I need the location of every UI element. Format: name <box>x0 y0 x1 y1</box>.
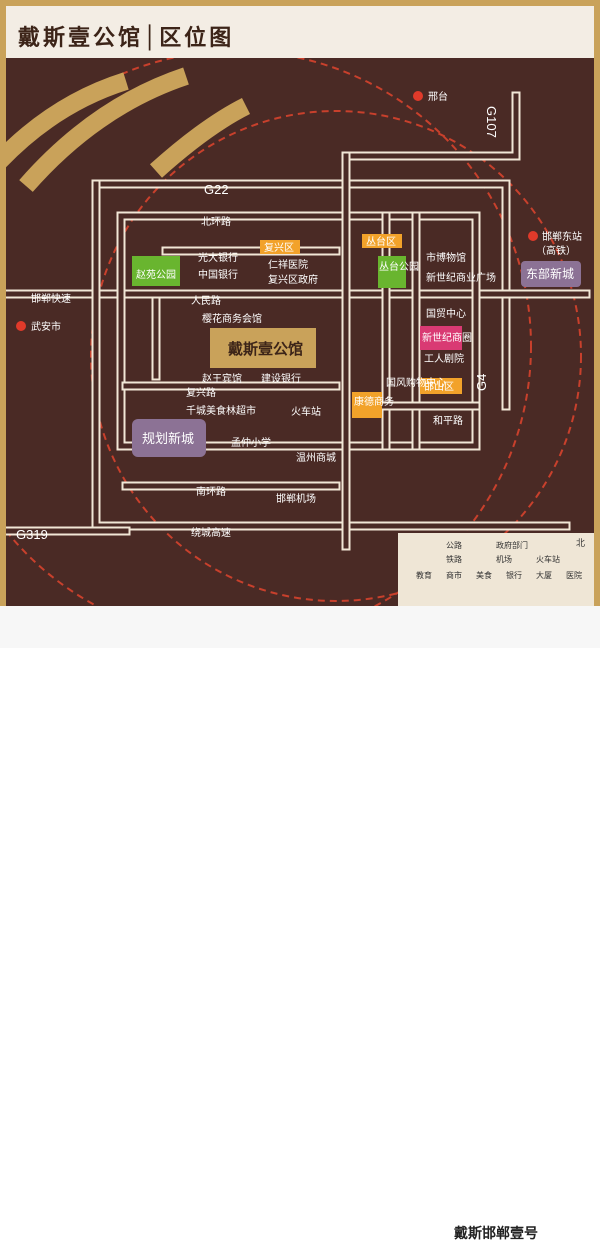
page-title: 戴斯壹公馆│区位图 <box>18 26 235 51</box>
place-jianshe: 建设银行 <box>261 372 301 385</box>
gov-marker-xingtai <box>413 91 423 101</box>
place-fuxing-gov: 复兴区政府 <box>268 273 318 286</box>
place-zhaoyuan: 赵苑公园 <box>136 268 176 281</box>
legend-rail: 铁路 <box>446 554 462 564</box>
place-kangde-box <box>352 392 382 418</box>
road-label-g107: G107 <box>484 106 499 138</box>
district-congtai <box>362 234 402 248</box>
place-guangda: 光大银行 <box>198 251 238 264</box>
station-marker-handan-east <box>528 231 538 241</box>
place-wuan: 武安市 <box>31 320 61 333</box>
park-congtai <box>378 256 406 288</box>
legend-hospital: 医院 <box>566 570 582 580</box>
legend-bank: 银行 <box>506 570 522 580</box>
district-fuxing <box>260 240 300 254</box>
place-shibowuguan: 市博物馆 <box>426 251 466 264</box>
place-guofeng: 国风购物中心 <box>386 376 446 389</box>
place-kangde: 康德商务 <box>354 395 394 408</box>
place-train: 火车站 <box>291 405 321 418</box>
place-xinshiji: 新世纪商圈 <box>422 331 472 344</box>
road-label-g4: G4 <box>474 374 489 391</box>
project-box <box>210 328 316 368</box>
district-hanshan <box>420 378 462 394</box>
place-gaotie: （高铁） <box>536 244 576 257</box>
road-label-fuxing: 复兴路 <box>186 386 216 399</box>
place-mengmiao: 孟仲小学 <box>231 436 271 449</box>
place-zhaowang: 赵王宾馆 <box>202 372 242 385</box>
place-yinghua: 樱花商务会馆 <box>202 312 262 325</box>
place-dongbu: 东部新城 <box>526 266 574 281</box>
road-label-nanhuan: 南环路 <box>196 485 226 498</box>
park-zhaoyuan <box>132 256 180 286</box>
map-area: G22 G107 G4 G319 北环路 人民路 复兴路 南环路 绕城高速 邯郸… <box>6 6 594 606</box>
legend-building: 大厦 <box>536 570 552 580</box>
watermark-text: 戴斯邯郸壹号 <box>454 1226 538 1242</box>
place-hanshanqu: 邯山区 <box>424 380 454 393</box>
place-xingtai: 邢台 <box>428 90 448 103</box>
place-gongren: 工人剧院 <box>424 352 464 365</box>
road-label-g319: G319 <box>16 527 48 542</box>
place-renxiang: 仁祥医院 <box>268 258 308 271</box>
place-congtai-park: 丛台公园 <box>379 260 419 273</box>
project-name: 戴斯壹公馆 <box>228 340 303 358</box>
road-label-heping: 和平路 <box>433 414 463 427</box>
road-label-raocheng: 绕城高速 <box>191 526 231 539</box>
road-label-renmin: 人民路 <box>191 294 221 307</box>
district-dongbu <box>521 261 581 287</box>
place-wenzhou: 温州商城 <box>296 451 336 464</box>
legend-box <box>398 533 594 606</box>
legend-airport: 机场 <box>496 554 512 564</box>
legend-edu: 教育 <box>416 570 432 580</box>
ring-outer <box>6 50 532 606</box>
legend-gov: 政府部门 <box>496 540 528 550</box>
band-twenty-min <box>149 97 251 178</box>
road-label-handan-express: 邯郸快速 <box>31 292 71 305</box>
place-qiancheng: 千城美食林超市 <box>186 404 256 417</box>
place-zhongguo: 中国银行 <box>198 268 238 281</box>
legend-north: 北 <box>576 538 585 549</box>
road-label-g22: G22 <box>204 182 229 197</box>
map-canvas: G22 G107 G4 G319 北环路 人民路 复兴路 南环路 绕城高速 邯郸… <box>6 50 594 606</box>
place-airport: 邯郸机场 <box>276 492 316 505</box>
legend-shop: 商市 <box>446 570 462 580</box>
header-bar: 戴斯壹公馆│区位图 <box>6 6 594 58</box>
place-congtaiqu: 丛台区 <box>366 235 396 248</box>
place-fuxingqu: 复兴区 <box>264 241 294 254</box>
ring-middle <box>90 110 582 602</box>
district-xinshiji <box>420 326 462 350</box>
footer-bar: 戴斯邯郸壹号 <box>0 606 600 1242</box>
place-xinshiji-plaza: 新世纪商业广场 <box>426 271 496 284</box>
band-half-hour <box>19 67 189 192</box>
place-handan-east: 邯郸东站 <box>542 230 582 243</box>
band-one-hour <box>6 72 129 168</box>
legend-food: 美食 <box>476 570 492 580</box>
gov-marker-wuan <box>16 321 26 331</box>
place-guomao: 国贸中心 <box>426 307 466 320</box>
road-label-beihuan: 北环路 <box>201 215 231 228</box>
legend-station: 火车站 <box>536 554 560 564</box>
legend-road: 公路 <box>446 540 462 550</box>
district-guihua <box>132 419 206 457</box>
place-guihua: 规划新城 <box>142 431 194 447</box>
